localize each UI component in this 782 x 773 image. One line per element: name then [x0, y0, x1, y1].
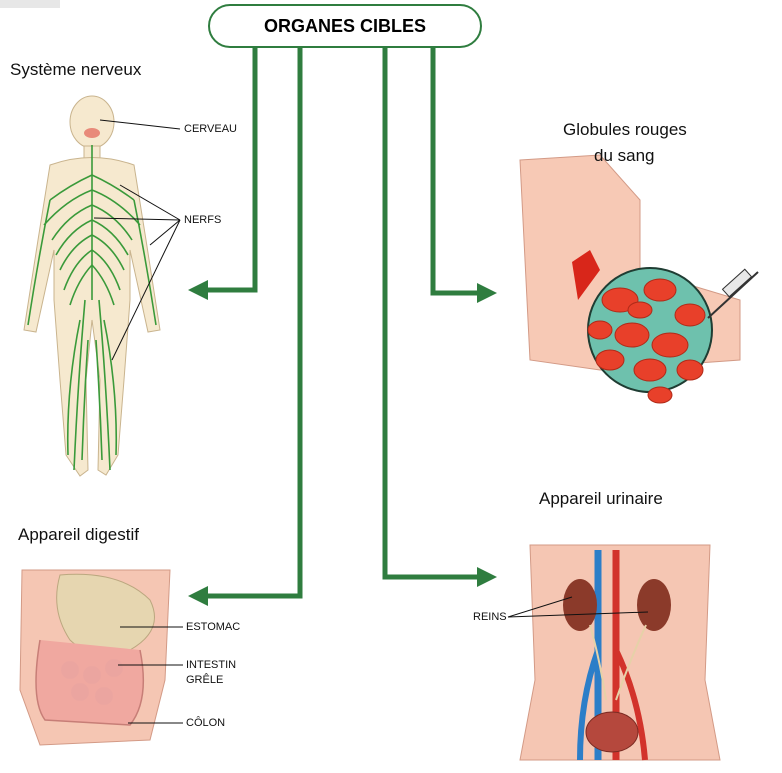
label-cerveau: CERVEAU: [184, 122, 237, 137]
label-intestin: INTESTIN: [186, 658, 236, 673]
nervous-system-illustration: [24, 96, 180, 476]
arrow-nervous: [198, 44, 255, 290]
caption-urinary: Appareil urinaire: [539, 489, 663, 509]
arrow-urinary: [385, 44, 487, 577]
caption-nervous-system: Système nerveux: [10, 60, 141, 80]
caption-digestive: Appareil digestif: [18, 525, 139, 545]
urinary-illustration: [508, 545, 720, 760]
caption-blood-line2: du sang: [594, 146, 655, 166]
title-pill: ORGANES CIBLES: [208, 4, 482, 48]
label-reins: REINS: [473, 610, 507, 625]
connector-arrows: [198, 44, 487, 596]
label-nerfs: NERFS: [184, 213, 221, 228]
label-estomac: ESTOMAC: [186, 620, 240, 635]
arrow-blood: [433, 44, 487, 293]
label-grele: GRÊLE: [186, 673, 223, 688]
caption-blood-line1: Globules rouges: [563, 120, 687, 140]
label-colon: CÔLON: [186, 716, 225, 731]
blood-cells-illustration: [520, 155, 758, 403]
diagram-title: ORGANES CIBLES: [264, 16, 426, 37]
digestive-illustration: [20, 570, 183, 745]
